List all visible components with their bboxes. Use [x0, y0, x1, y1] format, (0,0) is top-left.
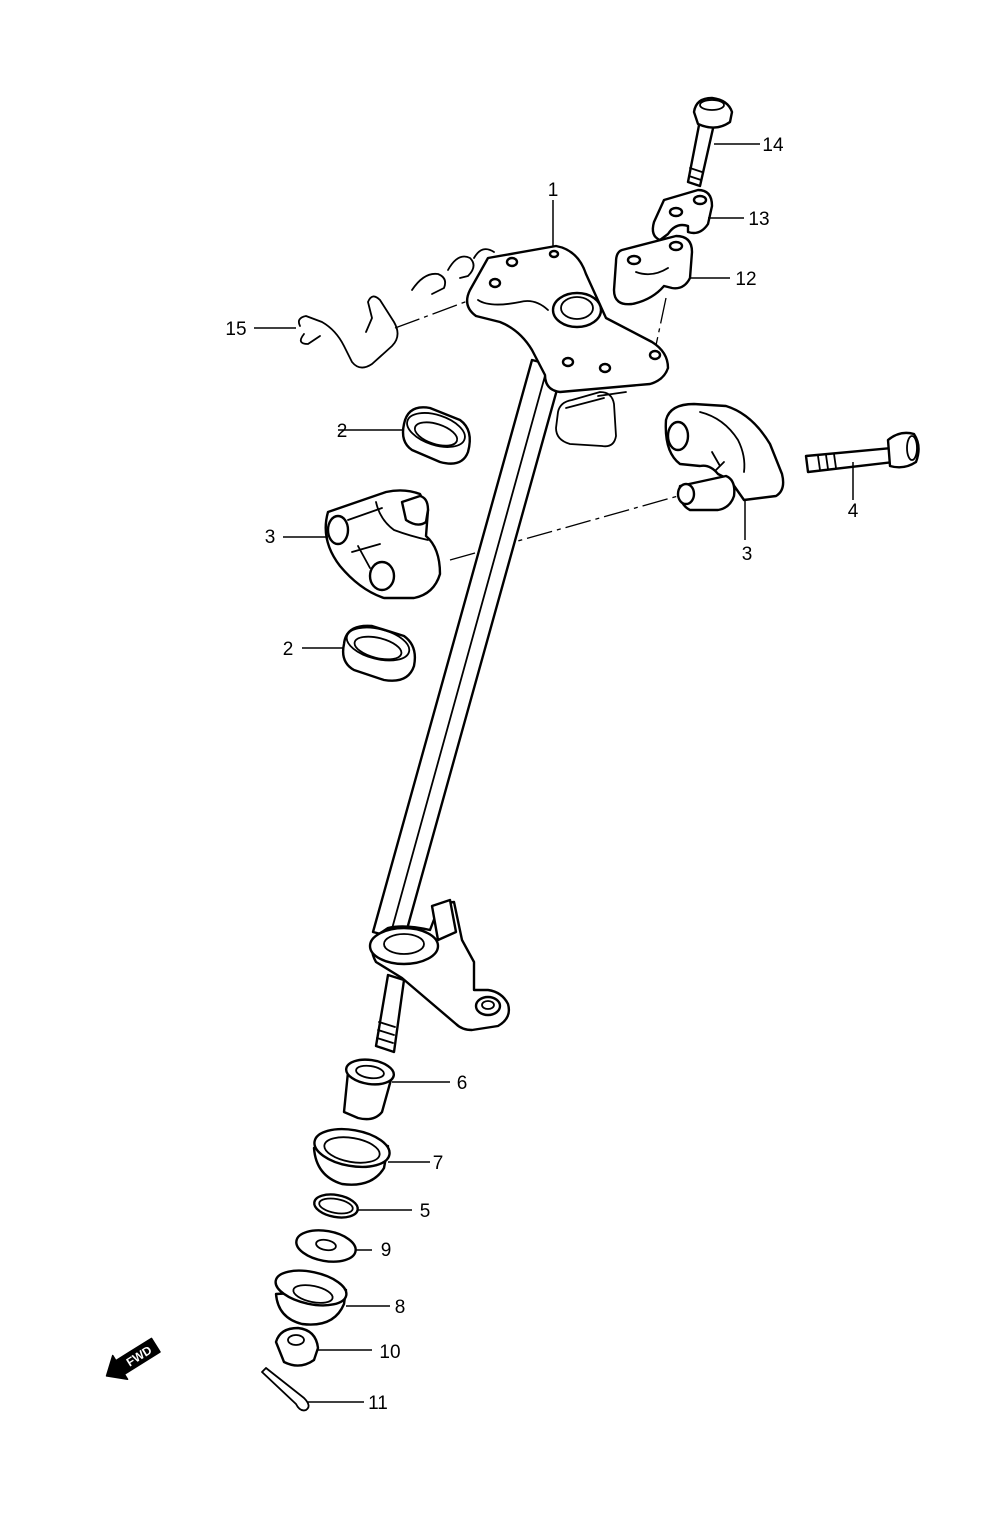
part-7-thrust-bushing	[312, 1127, 391, 1186]
callout-3-right: 3	[742, 544, 753, 565]
part-11-cotter-pin	[261, 1367, 310, 1412]
callout-7: 7	[433, 1153, 444, 1174]
callout-1: 1	[548, 180, 559, 201]
callout-6: 6	[457, 1073, 468, 1094]
part-9-washer	[295, 1229, 357, 1263]
part-6-collar	[342, 1058, 396, 1121]
callout-8: 8	[395, 1297, 406, 1318]
part-8-cap	[274, 1269, 348, 1326]
part-12-lower-cap	[612, 234, 694, 306]
callout-11: 11	[368, 1393, 388, 1414]
alignment-line-cap	[654, 297, 667, 351]
callout-13: 13	[748, 209, 769, 230]
callout-4: 4	[848, 501, 859, 522]
part-5-o-ring	[313, 1193, 359, 1219]
callout-9: 9	[381, 1240, 392, 1261]
part-2-bushing-upper	[401, 406, 471, 465]
part-14-bolt	[686, 96, 734, 188]
callout-10: 10	[379, 1342, 400, 1363]
callout-2-lower: 2	[283, 639, 294, 660]
part-10-castle-nut	[274, 1326, 320, 1367]
callout-14: 14	[762, 135, 784, 156]
callout-5: 5	[420, 1201, 431, 1222]
callout-2-upper: 2	[337, 421, 348, 442]
leader-lines	[254, 143, 854, 1403]
part-4-bolt	[804, 431, 920, 474]
part-15-wire-clip	[297, 248, 495, 369]
callout-3-left: 3	[265, 527, 276, 548]
part-3-clamp-left	[324, 489, 442, 600]
part-1-steering-shaft	[368, 244, 670, 1054]
part-3-clamp-right	[664, 402, 785, 512]
callout-15: 15	[225, 319, 246, 340]
callout-12: 12	[735, 269, 756, 290]
fwd-arrow-icon: FWD	[105, 1337, 161, 1381]
part-13-upper-cap	[651, 188, 714, 242]
part-2-bushing-lower	[341, 624, 417, 682]
